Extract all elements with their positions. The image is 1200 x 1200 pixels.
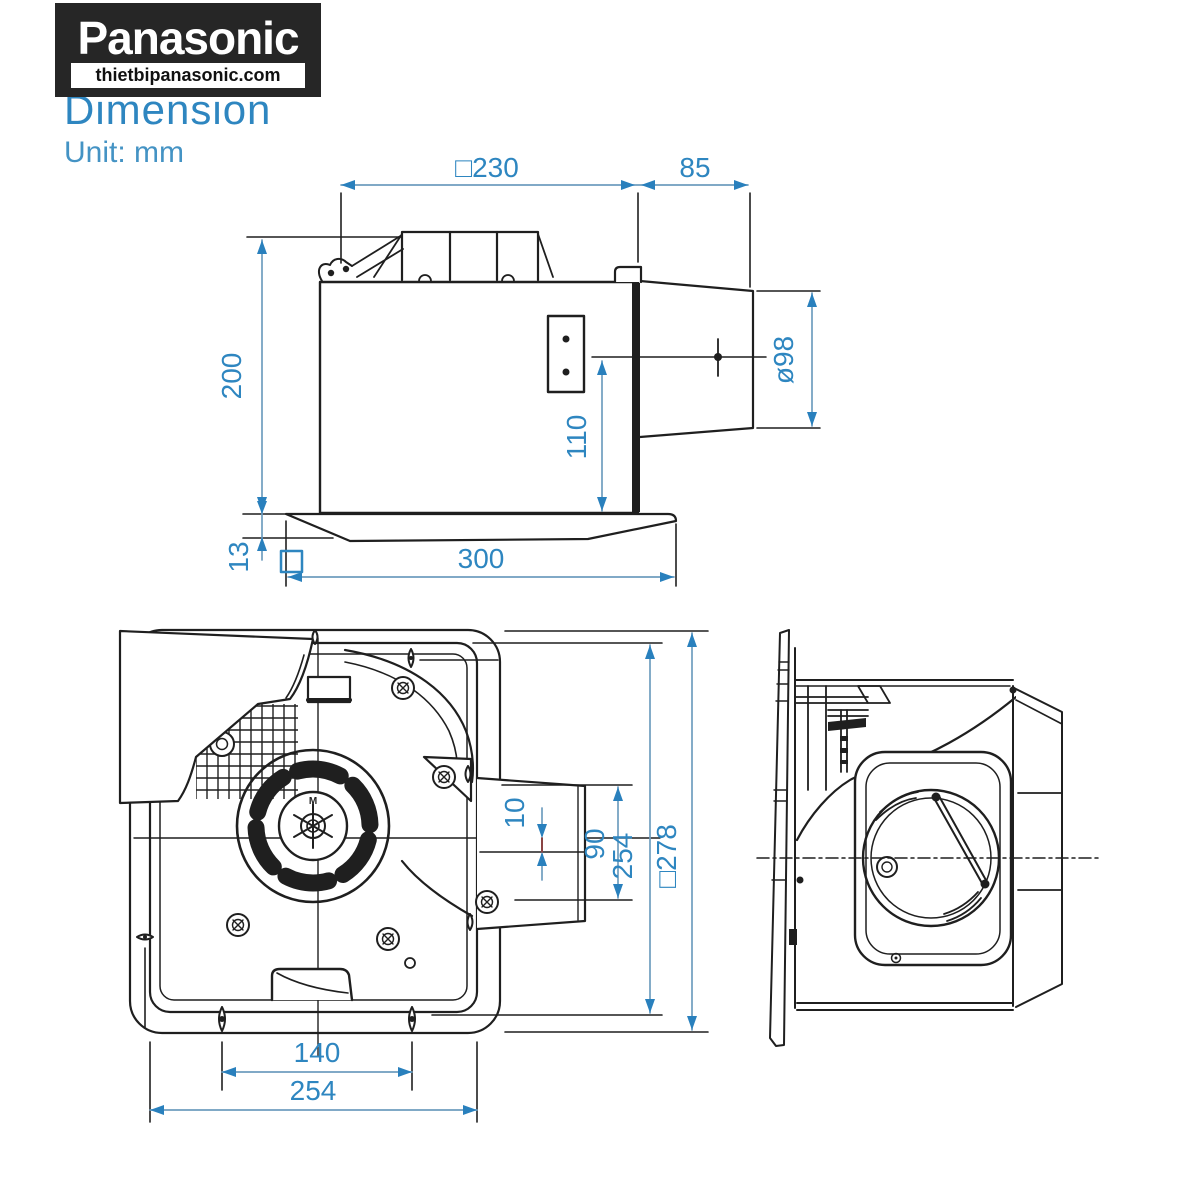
plan-view-extension-lines [149, 630, 709, 1123]
body-right-wall [632, 283, 640, 512]
small-hole [404, 957, 416, 969]
housing-flare-left [373, 233, 403, 278]
flange-clip [789, 929, 797, 945]
junction-screw-2 [562, 368, 570, 376]
unit-label: Unit: mm [64, 136, 184, 169]
top-side-view: □230 85 200 110 ø98 300 13 [216, 152, 821, 587]
plan-view-arrows [150, 633, 697, 1115]
cross-screws [226, 676, 499, 951]
hook-spring-2 [356, 248, 404, 278]
rod-hatch [840, 736, 848, 764]
side-body-bottom [796, 1002, 1014, 1011]
plan-view-dimension-lines [149, 632, 693, 1111]
junction-box [546, 314, 586, 394]
fan-impeller: M [235, 748, 391, 904]
plate-screw-dot [894, 956, 898, 960]
flange-dot [796, 876, 804, 884]
ceiling-panel [284, 512, 678, 543]
slot-left-dot [143, 935, 147, 939]
latch-inner-line [276, 972, 349, 994]
mounting-hook [318, 257, 353, 282]
hook-rivet-1 [327, 269, 335, 277]
dim-duct-length: 85 [679, 152, 710, 183]
hub-star [293, 803, 333, 849]
vane-lines [875, 791, 982, 922]
scroll-housing-lower [400, 859, 474, 918]
dim-duct-diameter: ø98 [768, 336, 799, 384]
damper-pivot-top [931, 792, 941, 802]
slot-upper-right-dot [409, 656, 413, 660]
slot-right-1 [464, 765, 472, 783]
dim-ceiling-opening: □278 [651, 824, 682, 888]
brand-name: Panasonic [77, 12, 299, 64]
housing-bump-1 [418, 274, 432, 282]
louver-flap [118, 629, 315, 805]
dim-body-horizontal: 254 [290, 1075, 337, 1106]
motor-housing [400, 230, 540, 282]
plan-view-dimension-labels: 10 90 254 □278 140 254 [290, 797, 682, 1106]
hook-rivet-2 [342, 265, 350, 273]
junction-screw-1 [562, 335, 570, 343]
housing-bump-2 [501, 274, 515, 282]
impeller-rim [235, 748, 391, 904]
dim-body-width: □230 [455, 152, 519, 183]
dim-mounting-pitch: 140 [294, 1037, 341, 1068]
damper-rod [933, 795, 988, 886]
top-view-extension-lines [242, 192, 821, 587]
top-view-dimension-labels: □230 85 200 110 ø98 300 13 [216, 152, 799, 574]
duct-column [1015, 688, 1063, 1008]
impeller-blades [247, 760, 379, 892]
motor-mark: M [309, 796, 317, 807]
side-duct-cutout [475, 776, 587, 931]
keyhole-dot-2 [409, 1016, 415, 1022]
website-url: thietbipanasonic.com [95, 65, 281, 85]
slot-top-flange [311, 629, 319, 645]
dim-duct-offset: 10 [499, 797, 530, 828]
drain-circle [876, 856, 898, 878]
center-dot [714, 353, 722, 361]
right-side-view [756, 629, 1101, 1047]
pivot-dot [1009, 686, 1017, 694]
mesh-screw-inner [215, 737, 229, 751]
duct-outlet [638, 279, 755, 439]
dim-duct-opening: 90 [579, 828, 610, 859]
flange-strip [769, 629, 790, 1047]
damper-pivot-bottom [980, 879, 990, 889]
top-view-arrows [257, 180, 817, 582]
keyhole-dot-1 [219, 1016, 225, 1022]
duct-collar-notch [613, 265, 643, 284]
dim-panel-thickness: 13 [223, 541, 254, 572]
housing-flare-right [537, 233, 554, 278]
dim-panel-width: 300 [458, 543, 505, 574]
dim-body-height: 200 [216, 353, 247, 400]
drain-circle-inner [881, 861, 893, 873]
hook-spring-1 [351, 234, 403, 267]
duct-column-slant2 [1015, 699, 1063, 725]
dim-body-vertical: 254 [607, 833, 638, 880]
bottom-plan-view: M [118, 628, 709, 1123]
louver-latch [270, 967, 354, 1002]
panasonic-logo: Panasonic thietbipanasonic.com [55, 3, 321, 97]
dim-duct-center: 110 [561, 415, 592, 460]
scroll-housing-outer [343, 648, 474, 784]
bracket-wedge [828, 718, 866, 731]
website-banner: thietbipanasonic.com [71, 63, 305, 88]
flap-fold-line [285, 654, 305, 699]
flange-ticks [771, 661, 790, 881]
plate-screw [890, 952, 902, 964]
square-symbol [279, 549, 304, 574]
slot-right-2 [466, 913, 474, 931]
fan-body [318, 280, 640, 515]
